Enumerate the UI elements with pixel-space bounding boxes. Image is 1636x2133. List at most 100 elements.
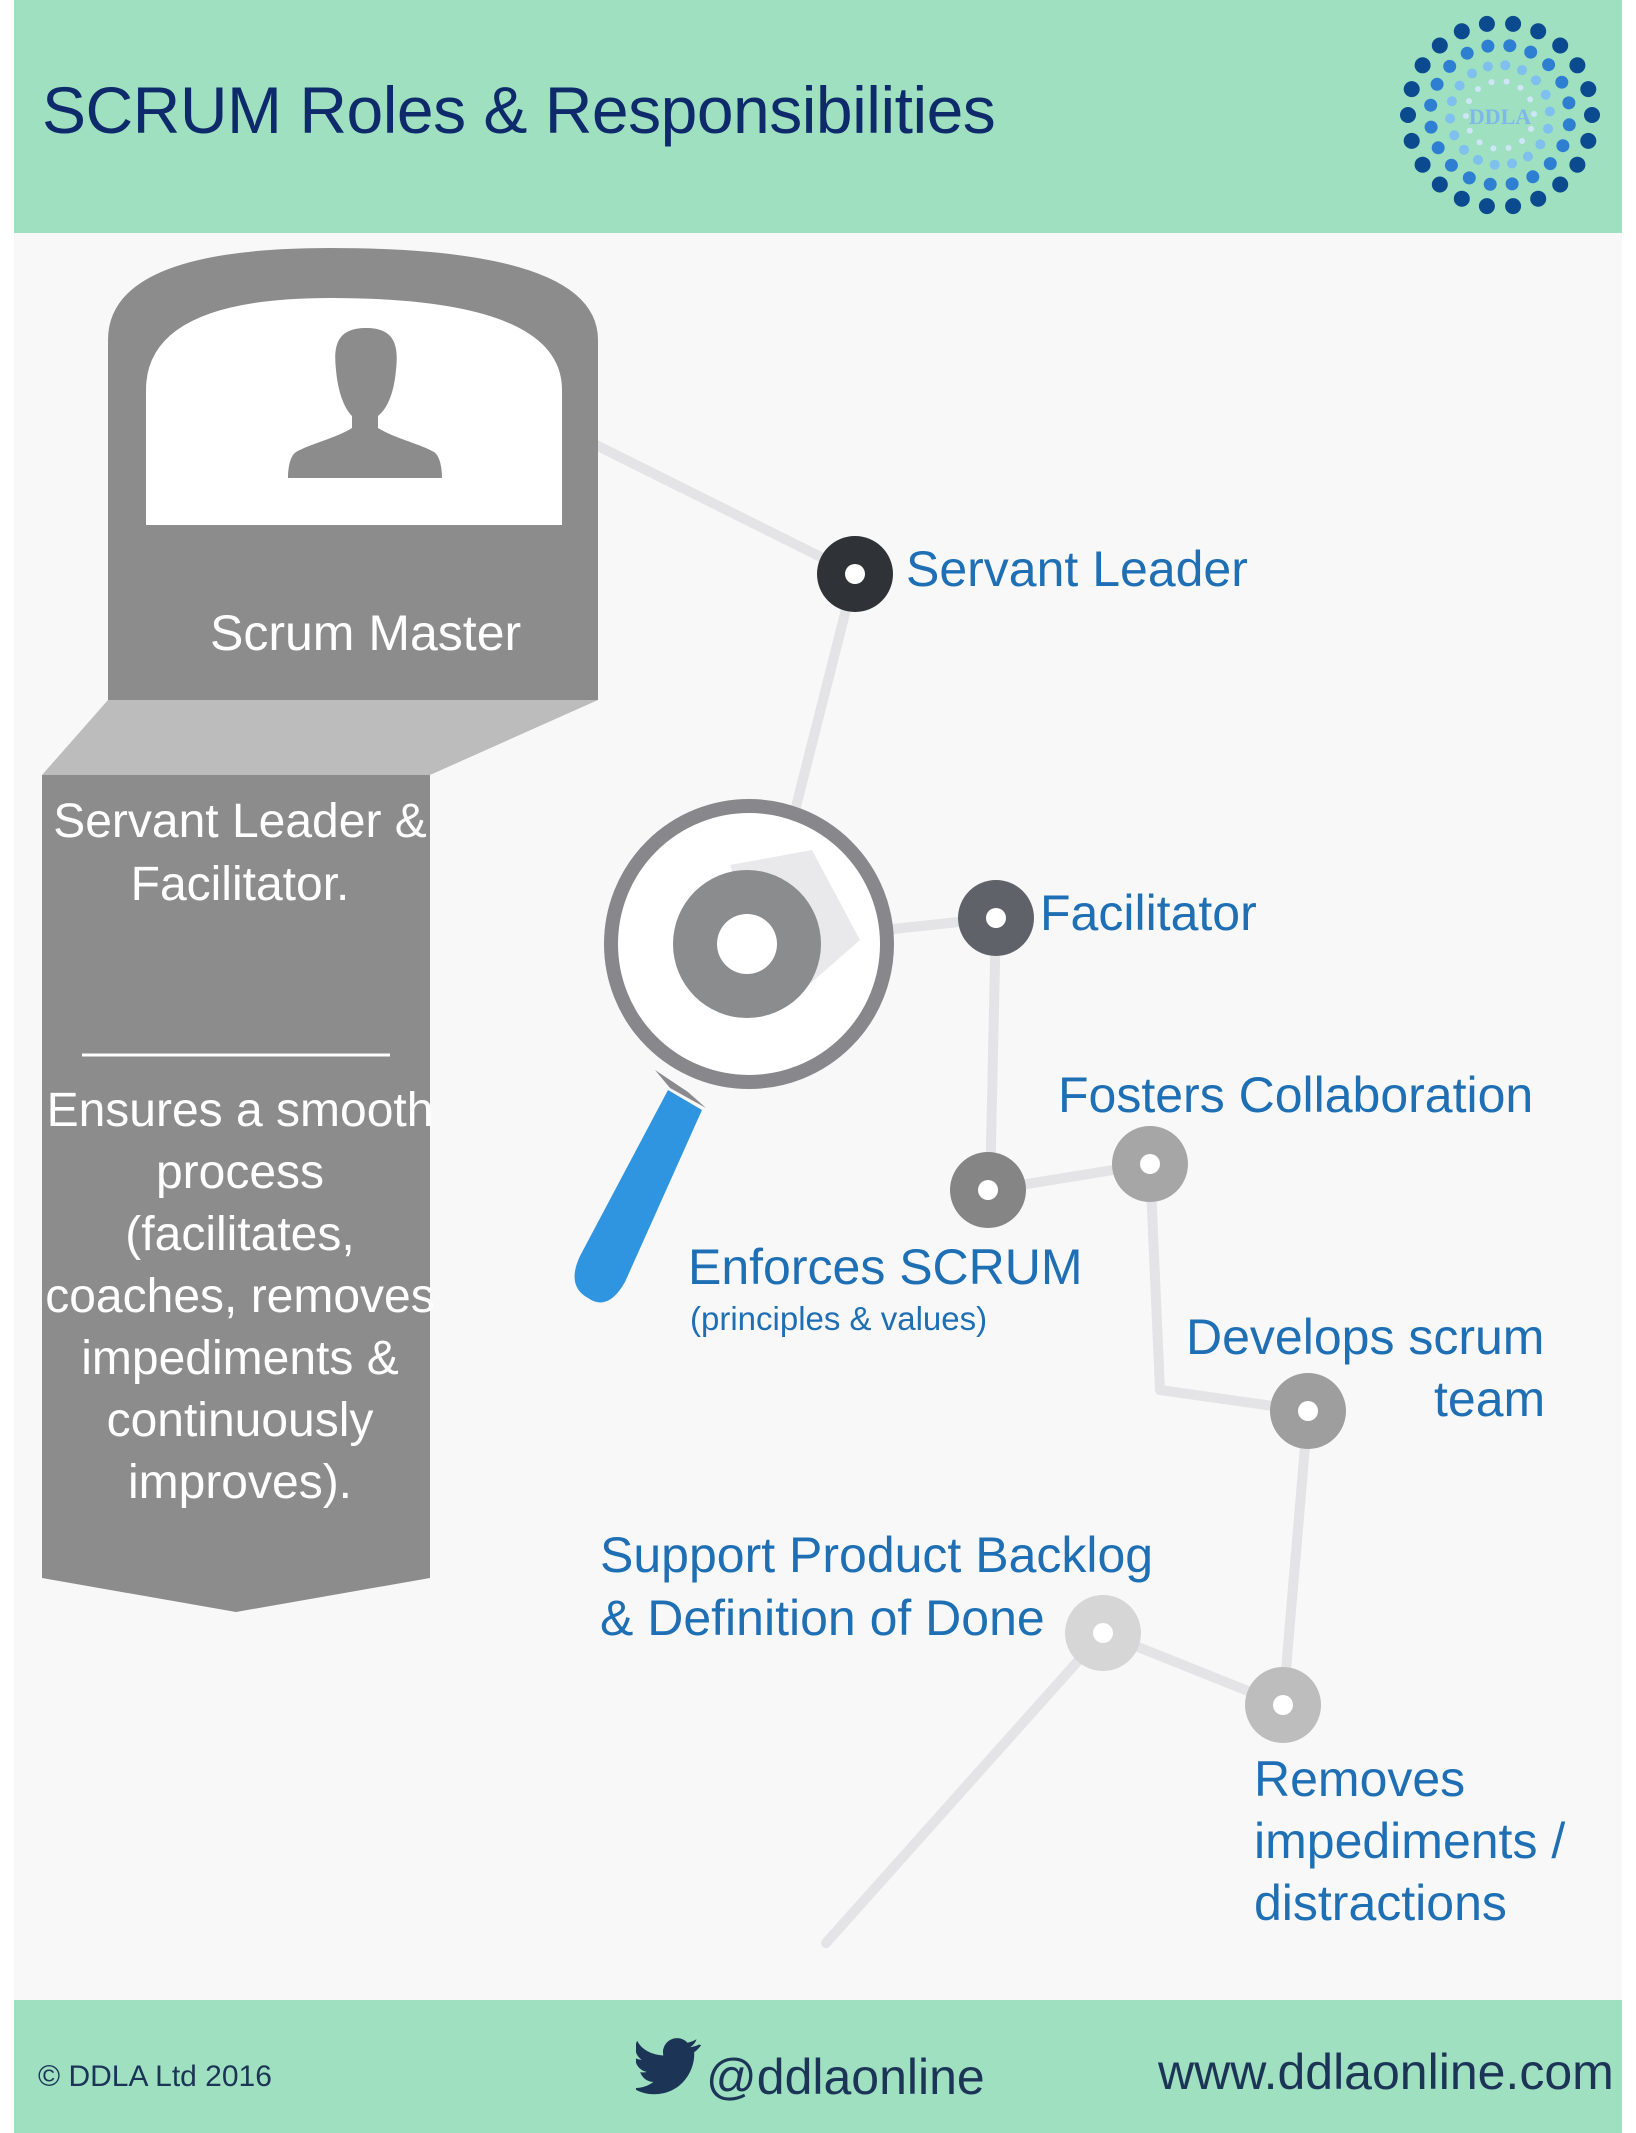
logo-dot — [1431, 141, 1445, 155]
node-enforces-scrum-hole — [978, 1180, 998, 1200]
twitter-bird-icon — [636, 2038, 702, 2095]
node-servant-leader-hole — [845, 564, 865, 584]
logo-dot — [1460, 46, 1474, 60]
connector-facilitator-enforces — [985, 913, 1001, 1195]
logo-dot — [1505, 198, 1522, 215]
badge-ribbon — [42, 775, 430, 1612]
logo-dot — [1453, 190, 1470, 207]
header-band — [14, 0, 1622, 233]
label-support-backlog-line1: Support Product Backlog — [600, 1527, 1154, 1583]
logo-dot — [1505, 15, 1522, 32]
logo-dot — [1530, 190, 1547, 207]
logo-dot — [1503, 78, 1510, 85]
label-develops-team-line1: Develops scrum — [1186, 1309, 1545, 1365]
logo-dot — [1505, 177, 1519, 191]
logo-dot — [1490, 145, 1497, 152]
logo-dot — [1443, 59, 1457, 73]
logo-dot — [1403, 132, 1420, 149]
logo-dot — [1478, 15, 1495, 32]
logo-dot — [1444, 158, 1458, 172]
logo-dot — [1463, 113, 1469, 119]
connector-servant-magnifier — [780, 569, 860, 855]
logo-dot — [1552, 37, 1569, 54]
logo-dot — [1531, 111, 1537, 117]
logo-dot — [1517, 65, 1527, 76]
connector-badge-servant — [565, 427, 860, 579]
logo-dot — [1424, 98, 1438, 112]
label-removes-line1: Removes — [1254, 1751, 1466, 1807]
label-servant-leader: Servant Leader — [906, 541, 1248, 597]
logo-dot — [1424, 120, 1438, 134]
node-fosters-collaboration-hole — [1140, 1154, 1160, 1174]
twitter-handle[interactable]: @ddlaonline — [706, 2049, 985, 2105]
logo-dot — [1556, 139, 1570, 153]
user-silhouette-icon — [288, 328, 442, 478]
logo-dot — [1462, 171, 1476, 185]
logo-dot — [1580, 81, 1597, 98]
node-facilitator-hole — [986, 908, 1006, 928]
badge-ribbon-fold — [42, 700, 598, 775]
logo-dot — [1478, 198, 1495, 215]
node-develops-team-hole — [1298, 1401, 1318, 1421]
logo-dot — [1503, 39, 1517, 53]
logo-dot — [1542, 58, 1556, 72]
copyright-text: © DDLA Ltd 2016 — [38, 2060, 272, 2093]
magnifier-neck — [655, 1070, 706, 1108]
logo-dot — [1540, 89, 1551, 100]
badge-role-title: Scrum Master — [210, 605, 522, 661]
magnifier-handle — [574, 1090, 702, 1303]
logo-dot — [1467, 68, 1478, 79]
logo-dot — [1414, 57, 1431, 74]
connector-develops-removes — [1278, 1406, 1313, 1710]
logo-dot — [1453, 23, 1470, 40]
connector-support-tail — [821, 1628, 1108, 1948]
logo-dot — [1535, 139, 1546, 150]
website-link[interactable]: www.ddlaonline.com — [1158, 2044, 1614, 2100]
badge-summary: Servant Leader & Facilitator. — [53, 795, 427, 911]
logo-dot — [1459, 144, 1469, 155]
logo-dot — [1482, 61, 1493, 72]
logo-dot — [1562, 96, 1576, 110]
magnifier-target-hole — [717, 914, 777, 974]
logo-dot — [1526, 170, 1540, 184]
logo-dot — [1580, 132, 1597, 149]
label-enforces-scrum-sub: (principles & values) — [690, 1300, 988, 1337]
node-removes-impediments-hole — [1273, 1695, 1293, 1715]
logo-dot — [1454, 80, 1465, 91]
logo-dot — [1476, 139, 1483, 146]
logo-dot — [1475, 86, 1481, 92]
logo-dot — [1488, 79, 1495, 86]
logo-dot — [1531, 75, 1541, 86]
label-enforces-scrum: Enforces SCRUM — [688, 1239, 1083, 1295]
logo-dot — [1569, 57, 1586, 74]
logo-dot — [1414, 156, 1431, 173]
logo-dot — [1431, 176, 1448, 193]
logo-dot — [1403, 81, 1420, 98]
ddla-logo-icon: DDLA — [1400, 15, 1600, 215]
logo-dot — [1431, 37, 1448, 54]
label-facilitator: Facilitator — [1040, 885, 1257, 941]
logo-dot — [1483, 177, 1497, 191]
logo-dot — [1400, 107, 1416, 123]
logo-dot — [1500, 60, 1511, 71]
label-removes-line2: impediments / — [1254, 1813, 1566, 1869]
logo-text: DDLA — [1469, 104, 1531, 129]
logo-dot — [1552, 176, 1569, 193]
logo-dot — [1473, 154, 1483, 165]
logo-dot — [1517, 84, 1524, 91]
logo-dot — [1528, 125, 1534, 132]
logo-dot — [1466, 98, 1472, 105]
logo-dot — [1449, 130, 1460, 141]
logo-dot — [1519, 138, 1525, 144]
logo-dot — [1481, 39, 1495, 53]
label-support-backlog-line2: & Definition of Done — [600, 1590, 1045, 1646]
logo-dot — [1446, 96, 1457, 107]
logo-dot — [1543, 123, 1554, 134]
logo-dot — [1569, 156, 1586, 173]
logo-dot — [1530, 23, 1547, 40]
logo-dot — [1543, 157, 1557, 171]
node-support-backlog-hole — [1093, 1623, 1113, 1643]
logo-dot — [1466, 127, 1473, 134]
logo-dot — [1584, 107, 1600, 123]
